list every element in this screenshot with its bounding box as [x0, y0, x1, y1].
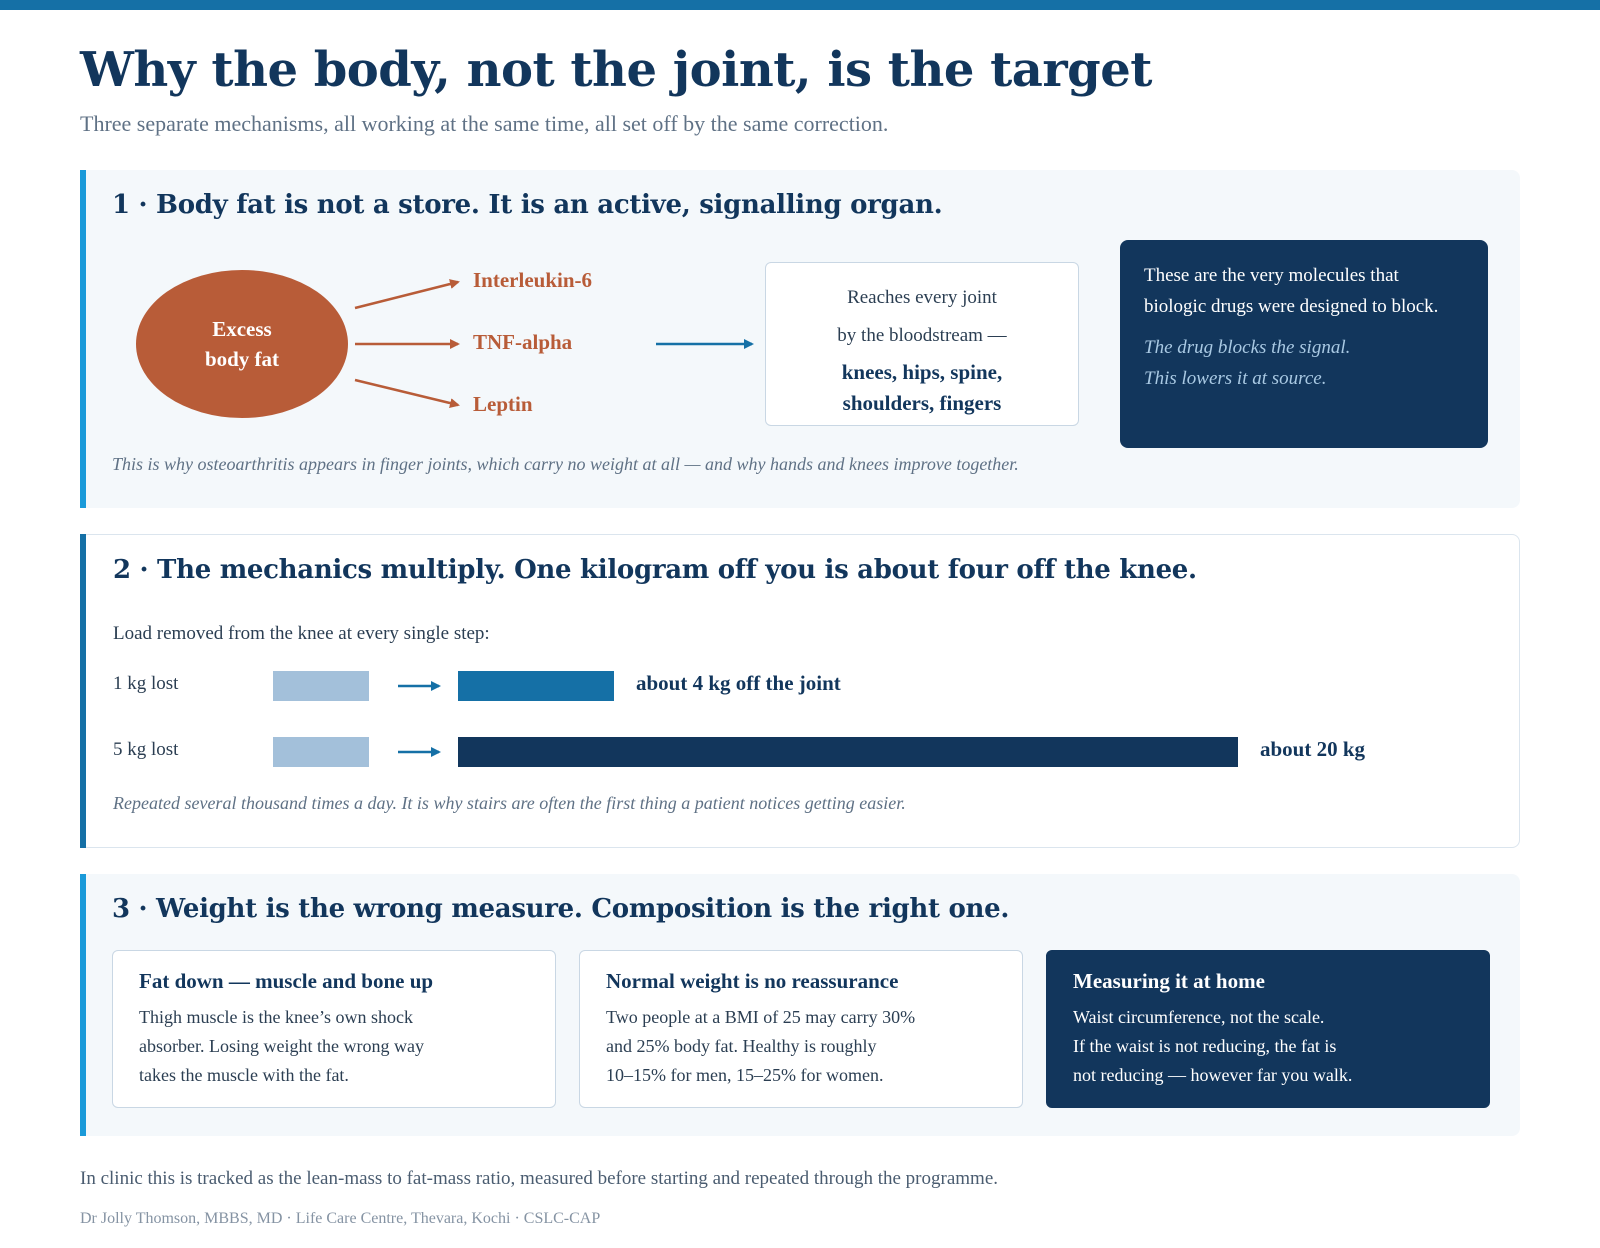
bar-weight-lost-1kg — [273, 671, 369, 701]
card-fat-down: Fat down — muscle and bone up Thigh musc… — [112, 950, 556, 1108]
card-title: Fat down — muscle and bone up — [139, 969, 434, 993]
section-accent — [80, 170, 86, 508]
section-composition: 3 · Weight is the wrong measure. Composi… — [80, 874, 1520, 1136]
card-line: Thigh muscle is the knee’s own shock — [139, 1007, 413, 1027]
section-note: This is why osteoarthritis appears in fi… — [112, 454, 1019, 474]
biologic-card-italic-line2: This lowers it at source. — [1144, 368, 1327, 389]
card-body: Two people at a BMI of 25 may carry 30% … — [606, 1003, 996, 1090]
card-line: takes the muscle with the fat. — [139, 1065, 349, 1085]
section-heading: 2 · The mechanics multiply. One kilogram… — [113, 555, 1197, 585]
section-heading: 1 · Body fat is not a store. It is an ac… — [112, 190, 943, 220]
load-arrows — [398, 681, 441, 757]
page-subtitle: Three separate mechanisms, all working a… — [80, 111, 889, 136]
bar-weight-lost-5kg — [273, 737, 369, 767]
card-line: 10–15% for men, 15–25% for women. — [606, 1065, 884, 1085]
joints-list-line2: shoulders, fingers — [842, 391, 1002, 415]
section-accent — [80, 534, 86, 848]
row-label-1kg: 1 kg lost — [113, 673, 179, 694]
joints-list: knees, hips, spine, shoulders, fingers — [766, 357, 1078, 419]
biologic-card-text: These are the very molecules that biolog… — [1144, 265, 1439, 317]
joints-list-line1: knees, hips, spine, — [841, 360, 1003, 384]
card-line: Two people at a BMI of 25 may carry 30% — [606, 1007, 916, 1027]
row-label-5kg: 5 kg lost — [113, 739, 179, 760]
card-line: absorber. Losing weight the wrong way — [139, 1036, 424, 1056]
card-line: If the waist is not reducing, the fat is — [1073, 1036, 1337, 1056]
bar-value-1kg: about 4 kg off the joint — [636, 671, 841, 695]
arrow-to-leptin — [354, 378, 460, 408]
biologic-card-italic: The drug blocks the signal. This lowers … — [1144, 332, 1464, 394]
fat-label-line2: body fat — [204, 347, 280, 371]
top-accent-bar — [0, 0, 1600, 10]
arrow-to-interleukin — [354, 279, 460, 310]
card-body: Thigh muscle is the knee’s own shock abs… — [139, 1003, 529, 1090]
molecule-leptin: Leptin — [473, 392, 533, 416]
card-normal-weight: Normal weight is no reassurance Two peop… — [579, 950, 1023, 1108]
molecule-tnf-alpha: TNF-alpha — [473, 330, 573, 354]
section-heading: 3 · Weight is the wrong measure. Composi… — [112, 894, 1010, 924]
section-signalling-organ: 1 · Body fat is not a store. It is an ac… — [80, 170, 1520, 508]
card-title: Measuring it at home — [1073, 969, 1265, 993]
card-line: Waist circumference, not the scale. — [1073, 1007, 1325, 1027]
card-title: Normal weight is no reassurance — [606, 969, 899, 993]
biologic-drugs-card: These are the very molecules that biolog… — [1120, 240, 1488, 448]
author-credit: Dr Jolly Thomson, MBBS, MD · Life Care C… — [80, 1210, 601, 1227]
footer-note: In clinic this is tracked as the lean-ma… — [80, 1168, 999, 1189]
card-line: and 25% body fat. Healthy is roughly — [606, 1036, 877, 1056]
bar-knee-load-4kg — [458, 671, 614, 701]
biologic-card-italic-line1: The drug blocks the signal. — [1144, 337, 1351, 358]
section-mechanics: 2 · The mechanics multiply. One kilogram… — [80, 534, 1520, 848]
page-title: Why the body, not the joint, is the targ… — [80, 42, 1152, 98]
section-note: Repeated several thousand times a day. I… — [113, 793, 906, 813]
fat-label-line1: Excess — [212, 317, 272, 341]
molecule-interleukin-6: Interleukin-6 — [473, 268, 593, 292]
section-accent — [80, 874, 86, 1136]
load-intro: Load removed from the knee at every sing… — [113, 623, 490, 644]
card-body: Waist circumference, not the scale. If t… — [1073, 1003, 1463, 1090]
card-measuring-at-home: Measuring it at home Waist circumference… — [1046, 950, 1490, 1108]
joints-line2: by the bloodstream — — [837, 325, 1007, 346]
card-line: not reducing — however far you walk. — [1073, 1065, 1353, 1085]
joints-line1: Reaches every joint — [847, 287, 997, 308]
joints-box: Reaches every joint by the bloodstream —… — [765, 262, 1079, 426]
bar-value-5kg: about 20 kg — [1260, 737, 1366, 761]
excess-body-fat-node: Excess body fat — [136, 270, 348, 418]
signal-arrows — [354, 279, 754, 408]
bar-knee-load-20kg — [458, 737, 1238, 767]
